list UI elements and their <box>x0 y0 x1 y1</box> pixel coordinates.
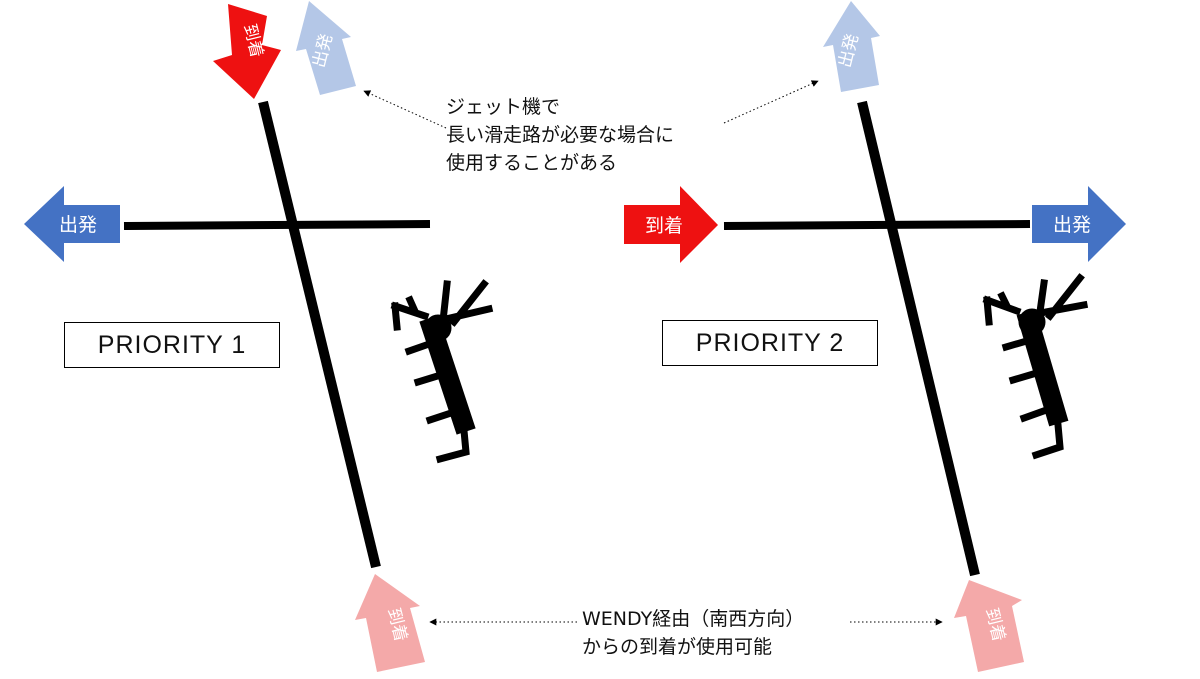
terminal-building-left <box>390 279 494 464</box>
priority-1-text: PRIORITY 1 <box>97 330 247 359</box>
arrival-arrow-faded-bottom-left: 到着 <box>355 574 425 672</box>
note-top-pointers <box>363 80 819 129</box>
note-top-line-1: ジェット機で <box>446 96 561 118</box>
arrival-arrow-top-left: 到着 <box>213 4 281 99</box>
panel-priority-1: 出発 到着 出発 到着 <box>24 1 494 672</box>
departure-arrow-west-left: 出発 <box>24 186 120 262</box>
runway-cross-left <box>123 220 431 230</box>
arrival-label-right: 到着 <box>645 215 683 237</box>
note-bottom-line-2: からの到着が使用可能 <box>582 636 773 658</box>
note-top-line-2: 長い滑走路が必要な場合に <box>446 124 675 146</box>
priority-2-text: PRIORITY 2 <box>695 328 845 357</box>
departure-label-left: 出発 <box>59 214 97 236</box>
note-wendy-arrival: WENDY経由（南西方向） からの到着が使用可能 <box>582 605 804 661</box>
terminal-building-right <box>982 273 1089 460</box>
departure-label-right: 出発 <box>1053 214 1091 236</box>
note-top-line-3: 使用することがある <box>446 152 618 174</box>
arrival-arrow-east-right: 到着 <box>624 186 718 263</box>
runway-cross-right <box>723 220 1031 230</box>
runway-main-right <box>857 100 980 577</box>
runway-main-left <box>258 100 381 569</box>
departure-arrow-east-right: 出発 <box>1032 186 1126 262</box>
note-long-runway: ジェット機で 長い滑走路が必要な場合に 使用することがある <box>446 93 674 177</box>
note-bottom-line-1: WENDY経由（南西方向） <box>582 608 805 630</box>
arrival-arrow-faded-bottom-right: 到着 <box>954 580 1024 672</box>
departure-arrow-faded-top-left: 出発 <box>296 1 356 95</box>
departure-arrow-faded-top-right: 出発 <box>823 1 880 92</box>
priority-1-label: PRIORITY 1 <box>64 322 280 368</box>
panel-priority-2: 到着 出発 出発 到着 <box>624 1 1126 672</box>
priority-2-label: PRIORITY 2 <box>662 320 878 366</box>
